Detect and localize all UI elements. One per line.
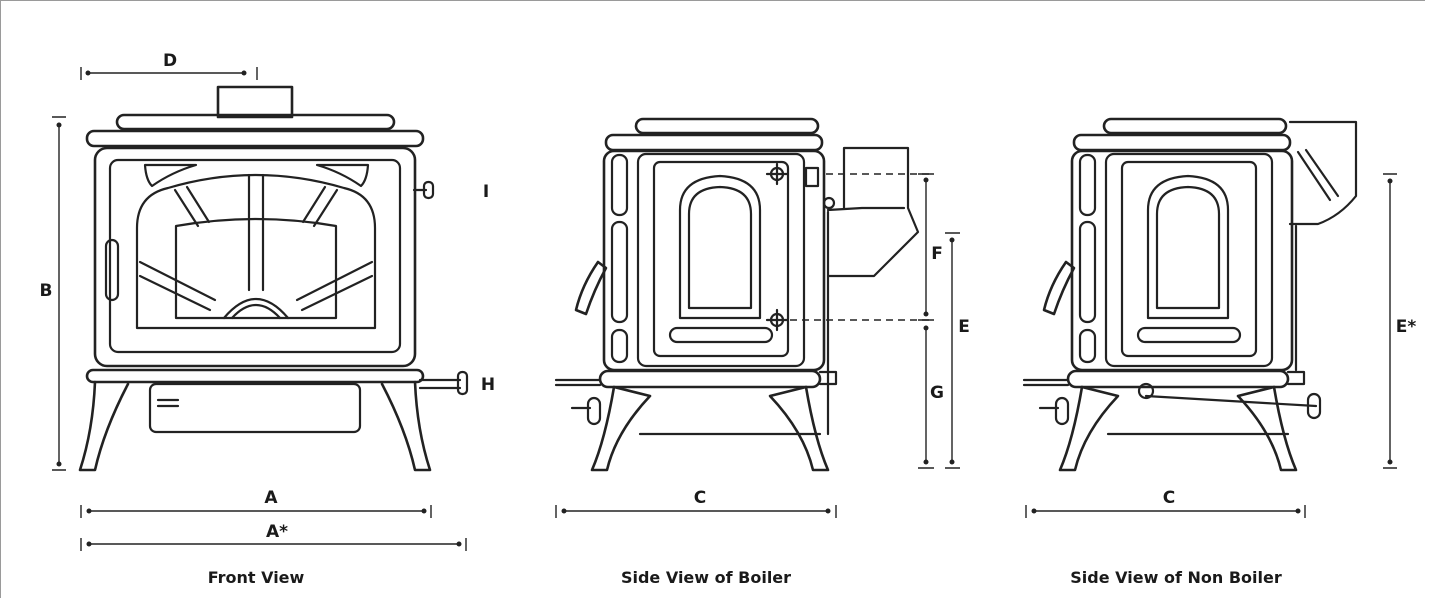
side-non-boiler-view [1022, 117, 1358, 472]
boiler-top-plate [634, 117, 820, 135]
boiler-door-panel [652, 160, 790, 358]
nonboiler-top-rim [1072, 133, 1292, 152]
boiler-vent-upper-cross [765, 162, 789, 186]
front-handle-rod [418, 378, 462, 390]
nonboiler-front-leg [1058, 385, 1120, 472]
boiler-window [678, 174, 762, 320]
nonboiler-rear-bracket [1286, 370, 1306, 386]
front-handle-h [456, 370, 469, 396]
front-left-leg [78, 380, 130, 472]
dim-a-line [80, 505, 432, 518]
boiler-side-slot-2 [610, 220, 629, 324]
side-boiler-view [554, 117, 930, 472]
boiler-rear-bracket [818, 370, 838, 386]
boiler-lower-knob [586, 396, 602, 426]
front-knob-i [422, 180, 435, 200]
front-body [93, 146, 417, 368]
nonboiler-flue-detail [1296, 148, 1340, 202]
nonboiler-window [1146, 174, 1230, 320]
nonboiler-rear-leg [1236, 385, 1298, 472]
boiler-front-leg [590, 385, 652, 472]
dim-f-g-line [918, 173, 934, 469]
label-c-boiler: C [694, 488, 706, 508]
front-top-rim [85, 129, 425, 148]
boiler-top-rim [604, 133, 824, 152]
front-right-leg [380, 380, 432, 472]
nonboiler-damper-pivot [1137, 382, 1155, 400]
front-window-glass [174, 217, 338, 320]
front-window-bar-right [301, 185, 339, 228]
label-a: A [264, 488, 278, 508]
nonboiler-door-slot [1136, 326, 1242, 344]
front-base-rim [85, 368, 425, 384]
nonboiler-side-slot-2 [1078, 220, 1097, 324]
nonboiler-front-rod [1022, 378, 1070, 387]
nonboiler-base-rim [1066, 369, 1290, 389]
boiler-side-handle [574, 260, 608, 316]
nonboiler-door-panel [1120, 160, 1258, 358]
front-right-ornament [315, 163, 370, 188]
label-b: B [40, 281, 53, 301]
front-window-arch [222, 297, 290, 320]
label-c-nonboiler: C [1163, 488, 1175, 508]
boiler-rear-leg [768, 385, 830, 472]
front-left-ornament [143, 163, 198, 188]
nonboiler-side-slot-3 [1078, 328, 1097, 364]
nonboiler-window-inner [1155, 185, 1221, 310]
label-i: I [483, 182, 489, 202]
front-window-bar-lower-right [295, 260, 374, 312]
front-top-plate [115, 113, 396, 131]
front-window-bar-lower-left [138, 260, 217, 312]
nonboiler-flue-elbow [1288, 120, 1358, 226]
dim-d-line [80, 67, 258, 80]
label-f: F [931, 244, 943, 264]
dim-c-nonboiler-line [1025, 505, 1306, 518]
boiler-front-rod [554, 378, 602, 387]
label-a-star: A* [266, 522, 288, 542]
front-ash-drawer [148, 382, 362, 434]
label-h: H [481, 375, 495, 395]
front-ash-handle [156, 398, 180, 408]
dim-e-line [945, 232, 960, 469]
nonboiler-side-door [1104, 152, 1274, 368]
boiler-vent-lower-cross [765, 308, 789, 332]
front-door [108, 158, 402, 354]
label-d: D [163, 51, 177, 71]
caption-side-boiler: Side View of Boiler [621, 568, 791, 587]
nonboiler-damper-knob [1306, 392, 1322, 420]
caption-side-non-boiler: Side View of Non Boiler [1070, 568, 1282, 587]
boiler-outlet [804, 166, 820, 188]
nonboiler-side-slot-1 [1078, 153, 1097, 217]
dimension-lines [52, 67, 1397, 551]
boiler-fitting [822, 196, 836, 210]
label-e-star: E* [1396, 317, 1417, 337]
dim-c-boiler-line [555, 505, 837, 518]
label-e: E [958, 317, 970, 337]
dim-a-star-line [80, 538, 467, 551]
caption-front-view: Front View [208, 568, 305, 587]
front-flue-collar [216, 85, 294, 119]
label-g: G [930, 383, 944, 403]
nonboiler-side-handle [1042, 260, 1076, 316]
front-door-handle [104, 238, 120, 302]
boiler-base-rim [598, 369, 822, 389]
nonboiler-lower-knob [1054, 396, 1070, 426]
dim-b-line [52, 116, 66, 471]
dim-e-star-line [1383, 173, 1397, 469]
boiler-door-slot [668, 326, 774, 344]
boiler-side-slot-3 [610, 328, 629, 364]
front-view [78, 85, 469, 472]
boiler-flue-pipe [826, 146, 920, 278]
boiler-window-inner [687, 185, 753, 310]
front-window-bar-left [173, 185, 211, 228]
nonboiler-damper-rod [1144, 394, 1318, 408]
boiler-side-slot-1 [610, 153, 629, 217]
front-window-mullion [247, 173, 265, 292]
boiler-side-door [636, 152, 806, 368]
nonboiler-top-plate [1102, 117, 1288, 135]
